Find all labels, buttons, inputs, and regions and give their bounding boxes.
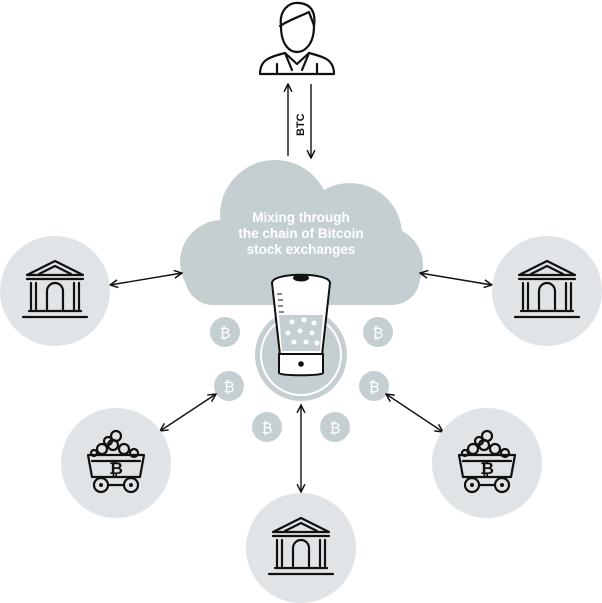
cloud-shape: [180, 160, 423, 305]
bitcoin-coin-icon: ₿: [359, 371, 389, 401]
arrow-right-exchange: [420, 273, 492, 285]
btc-label: BTC: [295, 113, 307, 136]
svg-text:₿: ₿: [261, 419, 272, 437]
bitcoin-coin-icon: ₿: [252, 412, 282, 442]
bitcoin-coin-icon: ₿: [210, 317, 240, 347]
miner-node-left: [61, 408, 171, 518]
blender-icon: [270, 273, 332, 377]
arrow-left-exchange: [110, 273, 182, 285]
cloud-text-line1: Mixing through: [252, 210, 349, 225]
exchange-node-right: [492, 236, 602, 346]
arrow-right-miner: [386, 394, 443, 432]
cloud-text-line3: stock exchanges: [247, 242, 356, 257]
svg-text:₿: ₿: [329, 419, 340, 437]
bitcoin-coin-icon: ₿: [320, 412, 350, 442]
exchange-node-left: [0, 236, 110, 346]
bitcoin-coin-icon: ₿: [363, 317, 393, 347]
user-icon: [258, 1, 336, 76]
arrow-left-miner: [160, 394, 216, 431]
svg-text:₿: ₿: [372, 324, 383, 342]
exchange-node-bottom: [246, 493, 356, 603]
svg-text:₿: ₿: [368, 378, 379, 396]
bitcoin-coin-icon: ₿: [214, 371, 244, 401]
svg-text:₿: ₿: [223, 378, 234, 396]
cloud-text-line2: the chain of Bitcoin: [238, 226, 363, 241]
svg-text:₿: ₿: [219, 324, 230, 342]
miner-node-right: [432, 408, 542, 518]
